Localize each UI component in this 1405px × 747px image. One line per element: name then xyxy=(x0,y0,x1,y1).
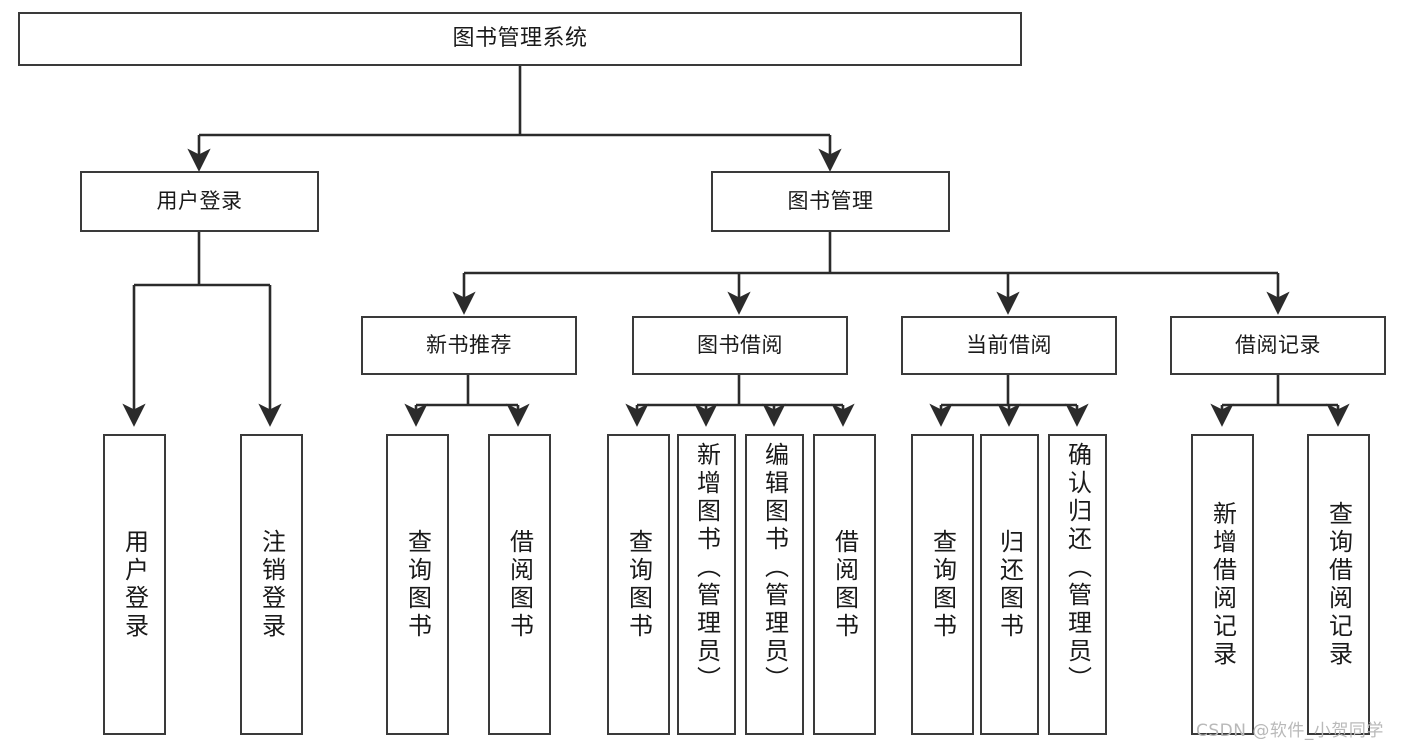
node-leaf-borrow-record-2[interactable]: 查询借阅记录 xyxy=(1307,434,1370,735)
node-leaf-borrow-record-1[interactable]: 新增借阅记录 xyxy=(1191,434,1254,735)
node-user-login-label: 用户登录 xyxy=(156,188,243,213)
node-leaf-user-login-2[interactable]: 注销登录 xyxy=(240,434,303,735)
node-leaf-current-borrow-1-label: 查询图书 xyxy=(928,528,957,641)
node-leaf-book-borrow-2[interactable]: 新增图书（管理员） xyxy=(677,434,736,735)
node-borrow-record-label: 借阅记录 xyxy=(1235,332,1321,357)
node-leaf-book-borrow-1[interactable]: 查询图书 xyxy=(607,434,670,735)
node-leaf-current-borrow-2-label: 归还图书 xyxy=(995,528,1024,641)
node-leaf-borrow-record-1-label: 新增借阅记录 xyxy=(1208,500,1237,669)
node-new-book-rec-label: 新书推荐 xyxy=(426,332,512,357)
node-leaf-new-book-rec-1[interactable]: 查询图书 xyxy=(386,434,449,735)
node-leaf-user-login-1[interactable]: 用户登录 xyxy=(103,434,166,735)
node-new-book-rec[interactable]: 新书推荐 xyxy=(361,316,577,375)
node-leaf-new-book-rec-2[interactable]: 借阅图书 xyxy=(488,434,551,735)
watermark: CSDN @软件_小贺同学 xyxy=(1196,721,1384,741)
node-leaf-current-borrow-3-label: 确认归还（管理员） xyxy=(1063,442,1092,694)
node-current-borrow[interactable]: 当前借阅 xyxy=(901,316,1117,375)
node-leaf-user-login-1-label: 用户登录 xyxy=(120,528,149,641)
node-leaf-new-book-rec-2-label: 借阅图书 xyxy=(505,528,534,641)
node-leaf-current-borrow-3[interactable]: 确认归还（管理员） xyxy=(1048,434,1107,735)
node-leaf-new-book-rec-1-label: 查询图书 xyxy=(403,528,432,641)
node-root[interactable]: 图书管理系统 xyxy=(18,12,1022,66)
node-current-borrow-label: 当前借阅 xyxy=(966,332,1052,357)
node-leaf-book-borrow-4-label: 借阅图书 xyxy=(830,528,859,641)
node-leaf-borrow-record-2-label: 查询借阅记录 xyxy=(1324,500,1353,669)
node-leaf-book-borrow-1-label: 查询图书 xyxy=(624,528,653,641)
node-book-manage[interactable]: 图书管理 xyxy=(711,171,950,232)
node-leaf-book-borrow-2-label: 新增图书（管理员） xyxy=(692,442,721,694)
node-book-borrow-label: 图书借阅 xyxy=(697,332,783,357)
node-leaf-book-borrow-4[interactable]: 借阅图书 xyxy=(813,434,876,735)
node-leaf-book-borrow-3-label: 编辑图书（管理员） xyxy=(760,442,789,694)
node-leaf-user-login-2-label: 注销登录 xyxy=(257,528,286,641)
node-leaf-current-borrow-1[interactable]: 查询图书 xyxy=(911,434,974,735)
node-borrow-record[interactable]: 借阅记录 xyxy=(1170,316,1386,375)
node-book-manage-label: 图书管理 xyxy=(787,188,874,213)
node-leaf-book-borrow-3[interactable]: 编辑图书（管理员） xyxy=(745,434,804,735)
node-leaf-current-borrow-2[interactable]: 归还图书 xyxy=(980,434,1039,735)
node-root-label: 图书管理系统 xyxy=(452,25,588,51)
node-user-login[interactable]: 用户登录 xyxy=(80,171,319,232)
node-book-borrow[interactable]: 图书借阅 xyxy=(632,316,848,375)
